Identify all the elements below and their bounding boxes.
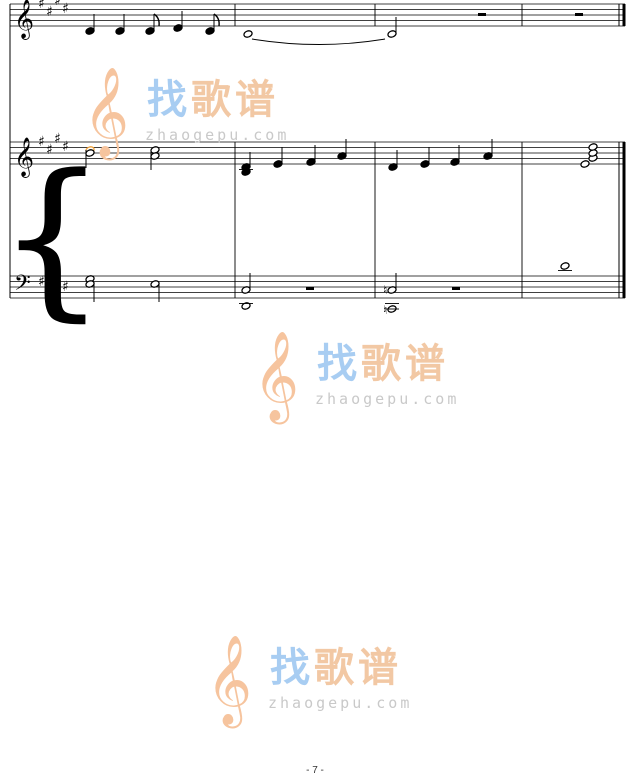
half-rest bbox=[478, 13, 486, 16]
notehead bbox=[387, 30, 397, 38]
sharp-icon: ♯ bbox=[54, 0, 61, 9]
watermark-char: 谱 bbox=[235, 77, 279, 123]
notehead bbox=[205, 27, 215, 35]
notehead bbox=[115, 27, 125, 35]
watermark-brand: 找歌谱 bbox=[270, 644, 402, 692]
watermark-clef-icon: 𝄞 bbox=[253, 331, 300, 421]
notehead bbox=[145, 27, 155, 35]
note-flag bbox=[213, 13, 220, 27]
watermark: 𝄞 找歌谱 zhaogepu.com bbox=[245, 336, 485, 426]
notes: ♮♮ bbox=[85, 11, 598, 317]
notehead bbox=[85, 280, 95, 288]
clefs: 𝄞 𝄞 𝄢 bbox=[14, 0, 34, 301]
treble-clef-icon: 𝄞 bbox=[14, 0, 34, 40]
watermark-brand: 找歌谱 bbox=[147, 76, 279, 124]
watermark-char: 找 bbox=[317, 341, 361, 387]
watermark-url: zhaogepu.com bbox=[315, 390, 460, 408]
sharp-icon: ♯ bbox=[54, 131, 61, 147]
watermark-char: 谱 bbox=[358, 645, 402, 691]
notehead bbox=[150, 280, 160, 288]
sharp-icon: ♯ bbox=[46, 282, 53, 298]
watermark: 𝄞 找歌谱 zhaogepu.com bbox=[75, 72, 315, 162]
sharp-icon: ♯ bbox=[46, 142, 53, 158]
watermark-url: zhaogepu.com bbox=[145, 126, 290, 144]
sharp-icon: ♯ bbox=[62, 279, 69, 295]
natural-icon: ♮ bbox=[383, 283, 387, 297]
watermark-char: 找 bbox=[270, 645, 314, 691]
notehead bbox=[588, 143, 598, 151]
watermark-char: 歌 bbox=[361, 341, 405, 387]
sharp-icon: ♯ bbox=[46, 4, 53, 20]
watermark-char: 找 bbox=[147, 77, 191, 123]
key-signatures: ♯♯♯♯♯♯♯♯♯♯♯♯ bbox=[38, 0, 69, 298]
watermark-url: zhaogepu.com bbox=[268, 694, 413, 712]
whole-rest bbox=[575, 13, 583, 16]
notehead bbox=[450, 158, 460, 166]
piano-brace-icon: { bbox=[0, 139, 106, 337]
notehead bbox=[243, 30, 253, 38]
watermark-char: 谱 bbox=[405, 341, 449, 387]
barlines: { bbox=[0, 4, 626, 338]
sharp-icon: ♯ bbox=[38, 0, 45, 12]
bass-clef-icon: 𝄢 bbox=[14, 271, 31, 301]
notehead bbox=[420, 160, 430, 168]
notehead bbox=[173, 24, 183, 32]
sharp-icon: ♯ bbox=[62, 139, 69, 155]
notehead bbox=[560, 262, 570, 270]
note-flag bbox=[153, 13, 160, 27]
watermark-char: 歌 bbox=[314, 645, 358, 691]
half-rest bbox=[306, 287, 314, 290]
watermark-clef-icon: 𝄞 bbox=[83, 67, 130, 157]
treble-clef-icon: 𝄞 bbox=[14, 137, 34, 178]
natural-icon: ♮ bbox=[383, 303, 387, 317]
notehead bbox=[580, 160, 590, 168]
sharp-icon: ♯ bbox=[62, 1, 69, 17]
sharp-icon: ♯ bbox=[54, 271, 61, 287]
tie bbox=[251, 38, 386, 45]
staff-lines bbox=[10, 3, 625, 299]
page-number: - 7 - bbox=[306, 765, 324, 776]
watermark: 𝄞 找歌谱 zhaogepu.com bbox=[198, 640, 438, 730]
watermark-brand: 找歌谱 bbox=[317, 340, 449, 388]
sharp-icon: ♯ bbox=[38, 274, 45, 290]
notehead bbox=[241, 302, 251, 310]
half-rest bbox=[452, 287, 460, 290]
notehead bbox=[85, 27, 95, 35]
watermark-char: 歌 bbox=[191, 77, 235, 123]
sharp-icon: ♯ bbox=[38, 134, 45, 150]
watermark-clef-icon: 𝄞 bbox=[206, 635, 253, 725]
